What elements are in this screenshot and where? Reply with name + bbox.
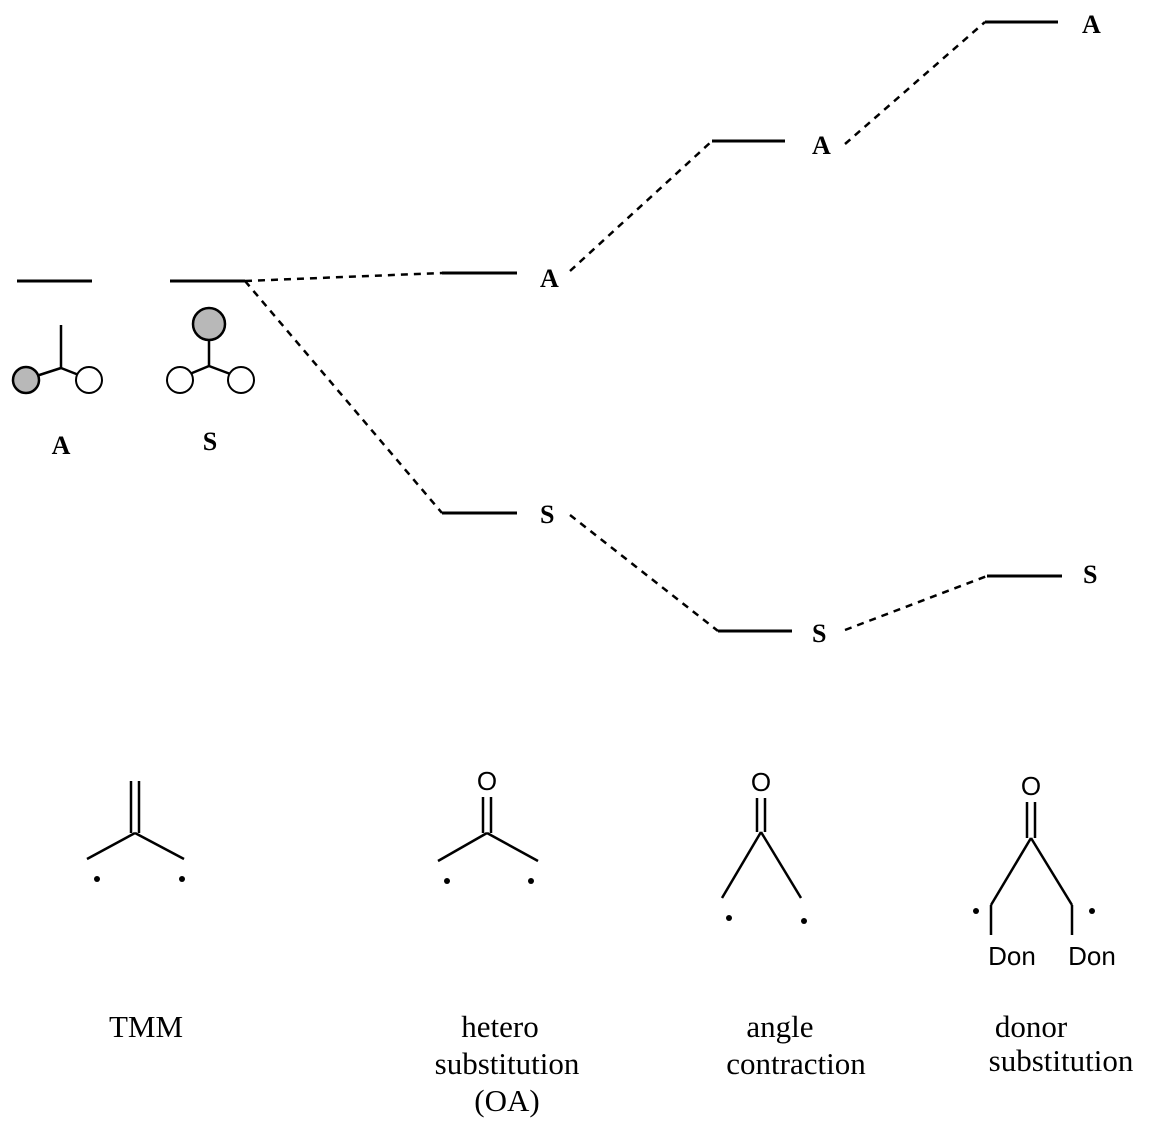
radical-dot bbox=[1089, 908, 1095, 914]
hetero-structure: O bbox=[437, 766, 539, 884]
oxygen-atom: O bbox=[751, 767, 771, 797]
hetero-caption-line1: hetero bbox=[461, 1009, 538, 1044]
tmm-caption: TMM bbox=[109, 1009, 183, 1044]
shaded-lobe bbox=[11, 365, 41, 395]
orbital-A-drawing bbox=[11, 325, 103, 395]
radical-dot bbox=[94, 876, 100, 882]
correlation-line bbox=[244, 280, 443, 514]
radical-dot bbox=[179, 876, 185, 882]
tmm-structure bbox=[86, 781, 185, 882]
correlation-line bbox=[569, 140, 713, 272]
oxygen-atom: O bbox=[477, 766, 497, 796]
radical-dot bbox=[444, 878, 450, 884]
donor-level-S-label: S bbox=[1083, 560, 1097, 589]
radical-dot bbox=[726, 915, 732, 921]
hetero-caption-line3: (OA) bbox=[474, 1083, 539, 1118]
correlation-line bbox=[569, 514, 719, 632]
angle-caption-line2: contraction bbox=[726, 1046, 866, 1081]
donor-level-A-label: A bbox=[1082, 10, 1101, 39]
shaded-lobe bbox=[191, 306, 227, 342]
orbital-S-drawing bbox=[166, 306, 255, 394]
correlation-line bbox=[244, 271, 443, 283]
donor-caption-line2: substitution bbox=[989, 1043, 1134, 1078]
orbital-A-label: A bbox=[52, 431, 71, 460]
correlation-line bbox=[844, 574, 988, 632]
angle-structure: O bbox=[720, 767, 807, 924]
empty-lobe bbox=[75, 366, 103, 394]
empty-lobe bbox=[166, 366, 194, 394]
hetero-level-S-label: S bbox=[540, 500, 554, 529]
donor-group-right: Don bbox=[1068, 941, 1116, 971]
angle-level-S-label: S bbox=[812, 619, 826, 648]
radical-dot bbox=[528, 878, 534, 884]
angle-level-A-label: A bbox=[812, 131, 831, 160]
oxygen-atom: O bbox=[1021, 771, 1041, 801]
angle-caption-line1: angle bbox=[746, 1009, 813, 1044]
donor-group-left: Don bbox=[988, 941, 1036, 971]
empty-lobe bbox=[227, 366, 255, 394]
hetero-level-A-label: A bbox=[540, 264, 559, 293]
orbital-S-label: S bbox=[203, 427, 217, 456]
radical-dot bbox=[973, 908, 979, 914]
radical-dot bbox=[801, 918, 807, 924]
correlation-line bbox=[844, 21, 986, 145]
donor-caption-line1: donor bbox=[995, 1009, 1068, 1044]
donor-structure: O Don Don bbox=[973, 771, 1116, 971]
hetero-caption-line2: substitution bbox=[435, 1046, 580, 1081]
